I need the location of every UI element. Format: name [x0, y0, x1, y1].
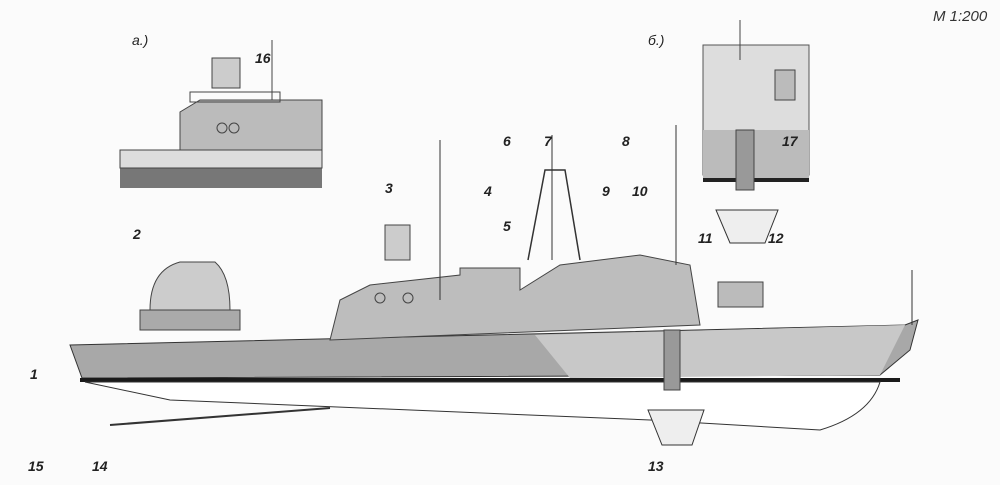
callout-1: 1 [30, 366, 38, 382]
callout-10: 10 [632, 183, 648, 199]
callout-8: 8 [622, 133, 630, 149]
callout-16: 16 [255, 50, 271, 66]
callout-7: 7 [544, 133, 552, 149]
inset-a-label: а.) [132, 32, 149, 48]
callout-2: 2 [133, 226, 141, 242]
inset-a-drawing [119, 40, 323, 188]
callout-5: 5 [503, 218, 511, 234]
superstructure [139, 125, 913, 446]
inset-b-drawing [702, 20, 810, 244]
scale-label: М 1:200 [933, 8, 988, 25]
callout-11: 11 [698, 230, 713, 246]
callout-17: 17 [782, 133, 798, 149]
callout-4: 4 [484, 183, 492, 199]
inset-b-label: б.) [648, 32, 665, 48]
hull [69, 319, 919, 431]
callout-9: 9 [602, 183, 610, 199]
callout-3: 3 [385, 180, 393, 196]
callout-13: 13 [648, 458, 664, 474]
callout-15: 15 [28, 458, 44, 474]
callout-14: 14 [92, 458, 108, 474]
callout-12: 12 [768, 230, 784, 246]
callout-6: 6 [503, 133, 511, 149]
